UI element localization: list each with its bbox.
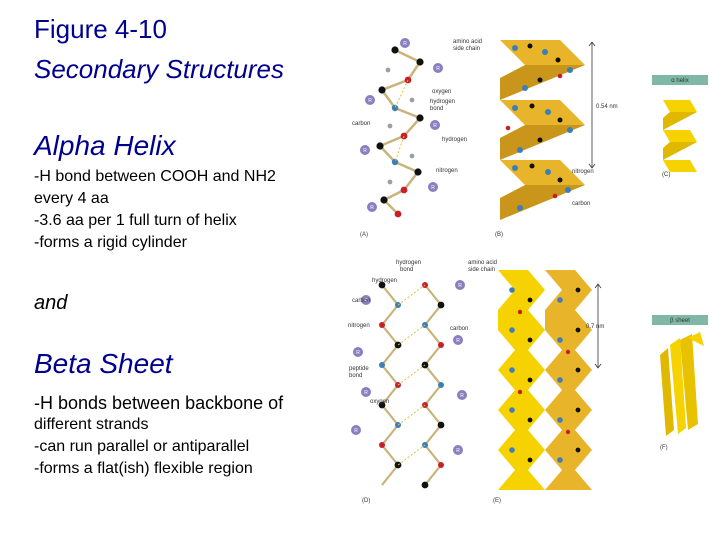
panel-label-e: (E) [493, 498, 501, 504]
r-label: R [370, 205, 374, 211]
r-label: R [364, 298, 368, 304]
r-label: R [458, 283, 462, 289]
label-hydrogen: hydrogen [442, 137, 467, 143]
panel-label-f: (F) [660, 445, 668, 451]
beta-side-chains [351, 280, 467, 455]
alpha-bullet: -H bond between COOH and NH2 [34, 168, 276, 185]
panel-label-c: (C) [662, 172, 670, 178]
alpha-helix-tag-text: α helix [671, 78, 688, 84]
label-bond: bond [400, 267, 413, 273]
figure-number: Figure 4-10 [34, 14, 167, 44]
alpha-helix-ball-and-stick: R R R R R R R amino acid side chain oxyg… [352, 38, 482, 238]
beta-bullet: different strands [34, 416, 149, 433]
r-label: R [431, 185, 435, 191]
alpha-helix-bullets: -H bond between COOH and NH2 every 4 aa … [34, 166, 276, 254]
r-label: R [456, 448, 460, 454]
label-spacing: 0.7 nm [586, 324, 604, 330]
r-label: R [364, 390, 368, 396]
label-bond: bond [430, 106, 443, 112]
label-carbon-b: carbon [450, 326, 468, 332]
r-label: R [403, 41, 407, 47]
label-amino-acid: amino acid [453, 39, 482, 45]
alpha-bullet: every 4 aa [34, 190, 109, 207]
beta-sheet-tag [652, 315, 708, 325]
r-label: R [363, 148, 367, 154]
panel-label-b: (B) [495, 232, 503, 238]
beta-sheet-ribbon: 0.7 nm (E) [493, 270, 604, 504]
beta-bullet: -can run parallel or antiparallel [34, 438, 250, 455]
label-oxygen: oxygen [432, 89, 451, 95]
r-label: R [460, 393, 464, 399]
label-peptide-bond: bond [349, 373, 362, 379]
label-nitrogen: nitrogen [348, 323, 370, 329]
label-carbon: carbon [352, 298, 370, 304]
alpha-helix-tag [652, 75, 708, 85]
slide-title: Secondary Structures [34, 54, 285, 84]
alpha-side-chains [360, 38, 443, 212]
label-hydrogen-bond: hydrogen [396, 260, 421, 266]
r-label: R [356, 350, 360, 356]
alpha-helix-cartoon: α helix (C) [652, 75, 708, 178]
r-label: R [354, 428, 358, 434]
beta-sheet-bullets: -H bonds between backbone of different s… [34, 392, 283, 480]
beta-sheet-tag-text: β sheet [670, 318, 690, 324]
beta-bullet: -H bonds between backbone of [34, 393, 284, 413]
alpha-bullet: -3.6 aa per 1 full turn of helix [34, 212, 237, 229]
label-carbon-b: carbon [572, 201, 590, 207]
label-side-chain: side chain [468, 267, 495, 273]
label-pitch: 0.54 nm [596, 104, 618, 110]
beta-sheet-ball-and-stick: R R R R R R R R hydrogen bond amino acid… [348, 260, 497, 504]
r-label: R [436, 66, 440, 72]
label-nitrogen-b: nitrogen [572, 169, 594, 175]
r-label: R [368, 98, 372, 104]
label-side-chain: side chain [453, 46, 480, 52]
beta-sheet-heading: Beta Sheet [34, 348, 173, 379]
alpha-helix-heading: Alpha Helix [34, 130, 176, 161]
panel-label-d: (D) [362, 498, 370, 504]
panel-label-a: (A) [360, 232, 368, 238]
alpha-bullet: -forms a rigid cylinder [34, 234, 187, 251]
label-nitrogen: nitrogen [436, 168, 458, 174]
r-label: R [433, 123, 437, 129]
beta-bullet: -forms a flat(ish) flexible region [34, 460, 253, 477]
connector-text: and [34, 292, 68, 314]
beta-sheet-cartoon: β sheet (F) [652, 315, 708, 451]
label-amino-acid: amino acid [468, 260, 497, 266]
alpha-helix-ribbon: 0.54 nm nitrogen carbon (B) [495, 40, 618, 238]
r-label: R [456, 338, 460, 344]
label-oxygen: oxygen [370, 399, 389, 405]
label-carbon: carbon [352, 121, 370, 127]
label-peptide: peptide [349, 366, 369, 372]
label-hydrogen: hydrogen [372, 278, 397, 284]
label-hydrogen-bond: hydrogen [430, 99, 455, 105]
